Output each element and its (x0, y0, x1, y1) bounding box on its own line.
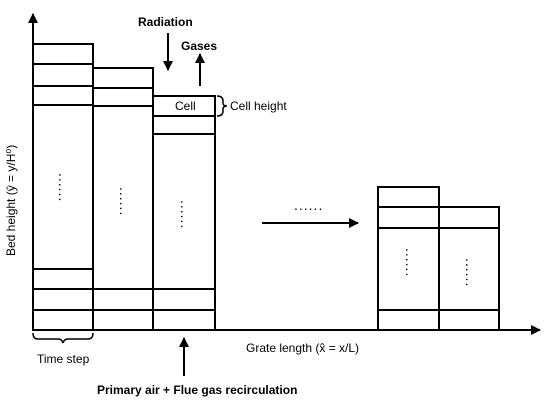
cell-height-label: Cell height (230, 99, 287, 113)
column-4-dots: ...... (403, 248, 419, 277)
column-1-dots: ...... (56, 173, 72, 202)
time-step-label: Time step (37, 352, 90, 366)
column-3 (152, 95, 216, 331)
cell-label: Cell (175, 99, 196, 113)
column-5 (438, 206, 500, 331)
gases-label: Gases (181, 39, 217, 53)
cell-height-brace (216, 95, 228, 117)
x-axis-label: Grate length (x̂ = x/L) (246, 341, 359, 355)
column-2-dots: ...... (117, 187, 133, 216)
progress-ellipsis: ...... (294, 197, 323, 213)
time-step-brace (32, 332, 94, 344)
column-3-dots: ...... (178, 200, 194, 229)
column-5-dots: ...... (463, 258, 479, 287)
primary-air-label: Primary air + Flue gas recirculation (97, 383, 297, 397)
radiation-label: Radiation (138, 15, 193, 29)
y-axis-label: Bed height (ŷ = y/H⁰) (4, 145, 18, 256)
